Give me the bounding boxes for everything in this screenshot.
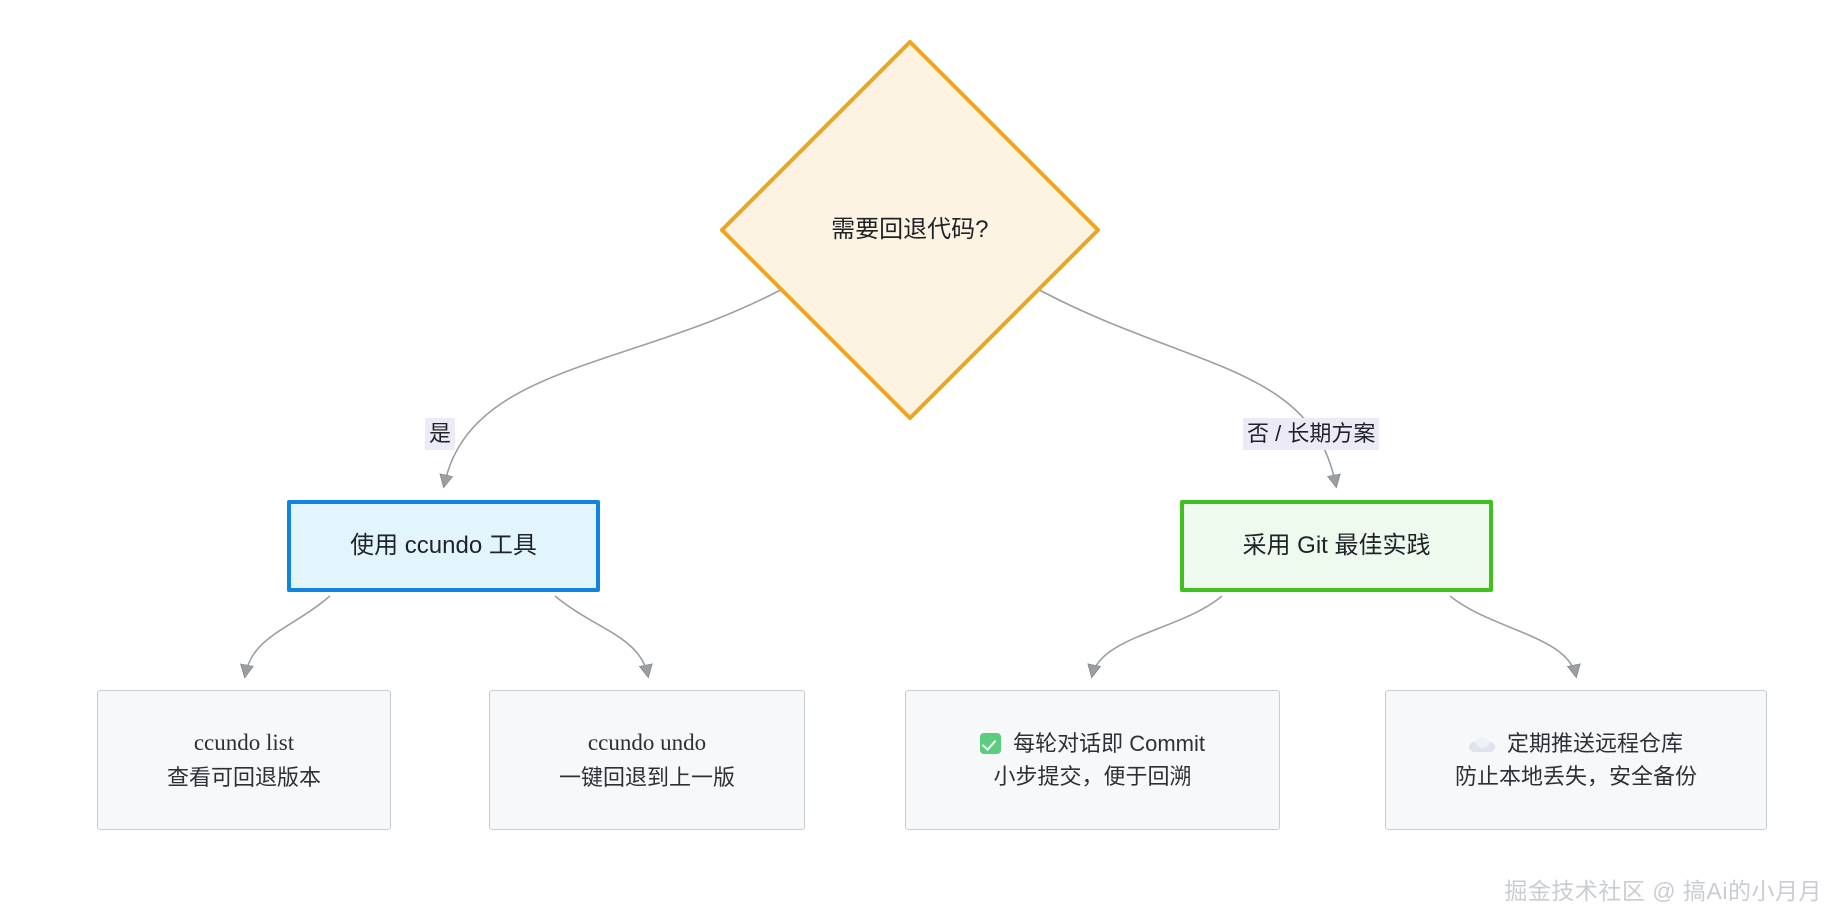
decision-node-need-rollback[interactable]: 需要回退代码? (719, 39, 1101, 421)
edge-decision-to-git (1022, 280, 1336, 486)
edge-git-to-commit (1092, 595, 1223, 676)
leaf-node-line1-wrap: 每轮对话即 Commit (979, 727, 1205, 760)
leaf-node-line1: 定期推送远程仓库 (1507, 731, 1684, 756)
leaf-node-commit-each-turn[interactable]: 每轮对话即 Commit 小步提交，便于回溯 (905, 690, 1280, 830)
process-node-use-ccundo[interactable]: 使用 ccundo 工具 (287, 500, 600, 592)
edge-git-to-push (1449, 595, 1576, 676)
leaf-node-ccundo-undo[interactable]: ccundo undo 一键回退到上一版 (489, 690, 805, 830)
leaf-node-line1: 每轮对话即 Commit (1013, 731, 1205, 756)
edge-ccundo-to-undo (554, 595, 648, 676)
leaf-node-line1: ccundo undo (587, 730, 707, 756)
leaf-node-line2: 小步提交，便于回溯 (993, 764, 1192, 789)
edge-label-yes: 是 (425, 418, 456, 450)
edge-decision-to-ccundo (444, 280, 798, 486)
leaf-node-line2: 防止本地丢失，安全备份 (1454, 764, 1697, 789)
cloud-icon (1468, 737, 1495, 752)
leaf-node-line1-wrap: 定期推送远程仓库 (1468, 727, 1684, 760)
check-mark-button-icon (979, 733, 1001, 754)
process-node-git-best-practice[interactable]: 采用 Git 最佳实践 (1180, 500, 1493, 592)
leaf-node-ccundo-list[interactable]: ccundo list 查看可回退版本 (97, 690, 391, 830)
edge-label-no: 否 / 长期方案 (1243, 418, 1380, 450)
process-node-label: 采用 Git 最佳实践 (1242, 532, 1431, 559)
edge-ccundo-to-list (245, 595, 331, 676)
leaf-node-line2: 一键回退到上一版 (558, 764, 735, 790)
process-node-label: 使用 ccundo 工具 (350, 532, 537, 559)
leaf-node-line2: 查看可回退版本 (166, 764, 321, 790)
leaf-node-push-remote[interactable]: 定期推送远程仓库 防止本地丢失，安全备份 (1385, 690, 1767, 830)
watermark: 掘金技术社区 @ 搞Ai的小月月 (1504, 878, 1822, 904)
leaf-node-line1: ccundo list (193, 730, 295, 756)
decision-node-label: 需要回退代码? (831, 215, 989, 243)
